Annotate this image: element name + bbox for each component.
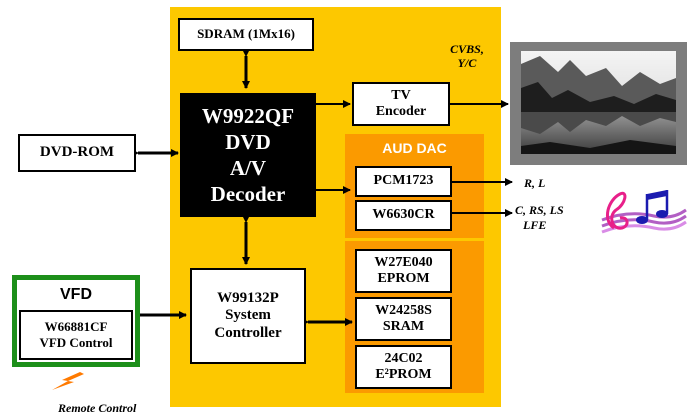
vfd-title: VFD: [60, 286, 92, 303]
controller-line-3: Controller: [214, 324, 282, 341]
tv-encoder-box: TV Encoder: [352, 82, 450, 126]
vfd-control-box: W66881CF VFD Control: [19, 310, 133, 360]
cvbs-label: CVBS, Y/C: [436, 42, 498, 71]
sdram-box: SDRAM (1Mx16): [178, 18, 314, 51]
controller-line-1: W99132P: [217, 290, 279, 307]
decoder-line-4: Decoder: [210, 182, 286, 207]
surround-line-1: C, RS, LS: [515, 203, 564, 217]
eprom-line-1: W27E040: [374, 254, 433, 270]
sram-line-1: W24258S: [375, 302, 432, 318]
eprom-box: W27E040 EPROM: [355, 249, 452, 293]
music-notes-icon: [598, 180, 688, 240]
vfd-line-2: VFD Control: [39, 335, 113, 350]
eprom-line-2: EPROM: [377, 271, 430, 286]
vfd-line-1: W66881CF: [44, 319, 108, 335]
e2prom-line-1: 24C02: [384, 350, 423, 366]
dvd-av-decoder-box: W9922QF DVD A/V Decoder: [180, 93, 316, 217]
controller-line-2: System: [225, 307, 271, 324]
audio-out-surround-label: C, RS, LS LFE: [515, 203, 564, 233]
tv-encoder-line-2: Encoder: [375, 104, 427, 119]
remote-control-label: Remote Control: [58, 401, 137, 415]
decoder-line-3: A/V: [229, 156, 267, 180]
lightning-bolt-icon: [48, 370, 88, 392]
cvbs-line-1: CVBS,: [450, 42, 484, 56]
sram-line-2: SRAM: [382, 319, 425, 334]
vfd-block: VFD W66881CF VFD Control: [12, 275, 140, 367]
tv-encoder-line-1: TV: [391, 87, 411, 103]
decoder-line-2: DVD: [225, 129, 271, 154]
w6630cr-label: W6630CR: [372, 207, 435, 223]
pcm1723-label: PCM1723: [373, 173, 434, 189]
aud-dac-title: AUD DAC: [382, 140, 447, 156]
tv-screen-image: [510, 42, 687, 165]
sram-box: W24258S SRAM: [355, 297, 452, 341]
decoder-line-1: W9922QF: [201, 103, 295, 128]
audio-out-rl-label: R, L: [524, 176, 546, 190]
w6630cr-box: W6630CR: [355, 200, 452, 231]
dvd-rom-label: DVD-ROM: [39, 144, 115, 161]
sdram-label: SDRAM (1Mx16): [197, 26, 295, 42]
dvd-rom-box: DVD-ROM: [18, 134, 136, 172]
pcm1723-box: PCM1723: [355, 166, 452, 197]
e2prom-line-2: E²PROM: [375, 367, 432, 382]
e2prom-box: 24C02 E²PROM: [355, 345, 452, 389]
system-controller-box: W99132P System Controller: [190, 268, 306, 364]
surround-line-2: LFE: [523, 218, 547, 232]
cvbs-line-2: Y/C: [457, 56, 477, 71]
